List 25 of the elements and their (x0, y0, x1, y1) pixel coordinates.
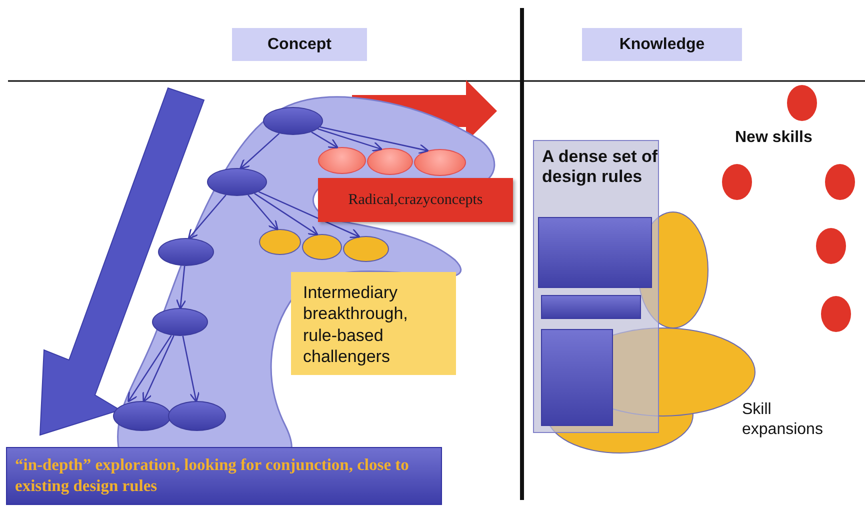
arrow (258, 191, 360, 238)
column-heading: Knowledge (582, 28, 742, 61)
category-label: Radical,crazyconcepts (318, 178, 513, 222)
arrow (311, 131, 339, 148)
design-rules-panel (533, 140, 659, 433)
arrow (182, 336, 200, 403)
arrow (254, 192, 318, 236)
arrow (239, 132, 280, 170)
arrow (176, 266, 186, 310)
annotation-text: New skills (735, 128, 814, 148)
category-label: Intermediary breakthrough, rule-based challengers (291, 272, 456, 375)
annotation-text: Skill expansions (742, 400, 824, 440)
arrow (127, 334, 172, 402)
arrow (248, 194, 278, 230)
design-rule-block (538, 217, 652, 288)
panel-title: A dense set of design rules (542, 147, 658, 188)
caption-banner: “in-depth” exploration, looking for conjunction, close to existing design rules (6, 447, 442, 505)
arrow (142, 335, 174, 403)
column-heading: Concept (232, 28, 367, 61)
arrow (188, 194, 226, 240)
design-rule-block (541, 295, 641, 319)
design-rule-block (541, 329, 613, 426)
concept-ellipse (158, 238, 214, 266)
arrow (320, 126, 429, 154)
arrow (318, 128, 383, 152)
